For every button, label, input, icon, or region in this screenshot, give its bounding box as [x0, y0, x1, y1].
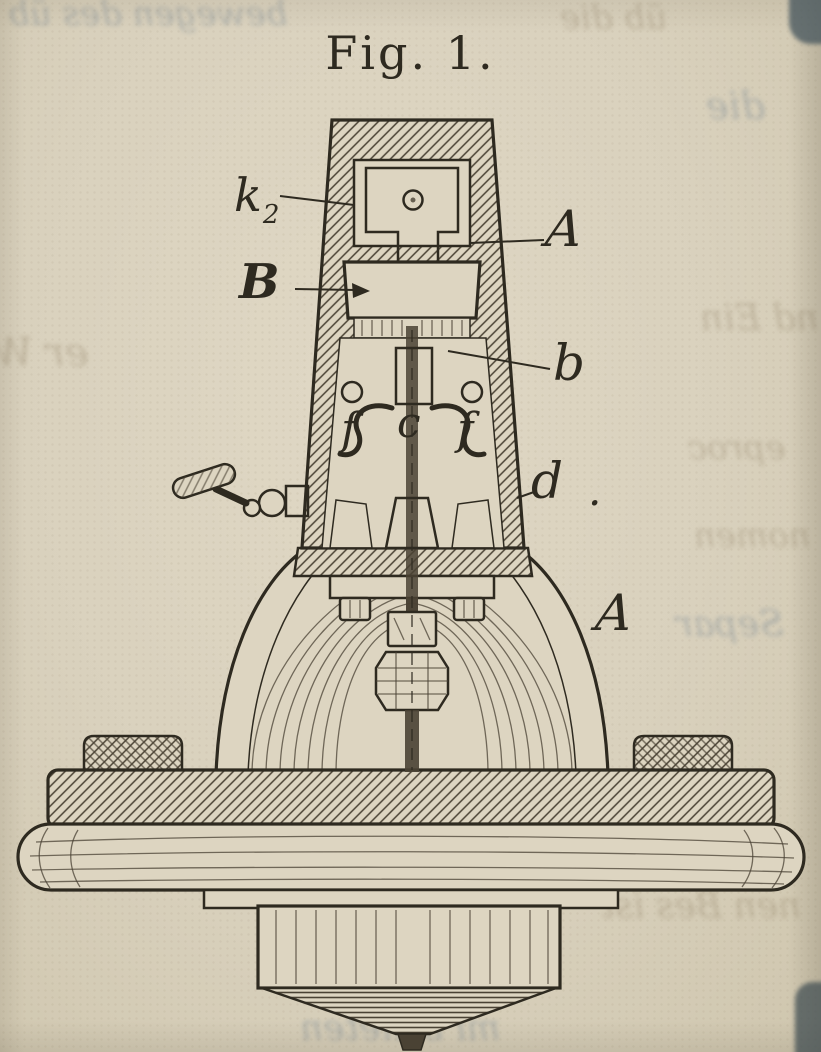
- lower-drum-assembly: [202, 888, 620, 1051]
- leader-d: [516, 491, 535, 499]
- leader-b-arrowhead: [352, 283, 370, 298]
- spring-scroll-left: [337, 403, 395, 458]
- label-d-wall: d: [531, 452, 564, 510]
- label-a-dome: A: [592, 584, 636, 642]
- petcock-body: [257, 488, 287, 518]
- valve-seat: [384, 496, 440, 550]
- flange-bolt-left: [82, 734, 184, 774]
- b-crosshead-block: [344, 262, 480, 318]
- flange-bolt-right: [632, 734, 734, 774]
- label-f-left: f: [341, 404, 358, 455]
- torus-ring: [16, 822, 806, 892]
- spindle-coupling-assembly: [374, 330, 450, 772]
- chamber-wall-mass-right: [451, 499, 495, 549]
- upper-housing: [300, 118, 526, 612]
- lower-drum: [256, 904, 562, 990]
- torus-grain-lines: [29, 827, 795, 889]
- petcock: [171, 462, 310, 518]
- label-a-upper-housing: A: [542, 200, 586, 258]
- label-k2: k2: [234, 168, 280, 230]
- chamber-boss-right: [460, 380, 484, 404]
- leader-b-block: [294, 288, 357, 291]
- leader-k2: [279, 195, 355, 206]
- chamber-boss-left: [340, 380, 364, 404]
- leader-b-small: [447, 350, 551, 370]
- junction-nut-left: [338, 596, 372, 622]
- label-f-right: f: [457, 404, 474, 455]
- junction-nut-right: [452, 596, 486, 622]
- nozzle-tip: [396, 1033, 428, 1051]
- nozzle-cone: [261, 986, 557, 1036]
- label-b-crosshead: B: [239, 254, 280, 310]
- figure-title: Fig. 1.: [325, 26, 496, 80]
- label-d-period: .: [588, 466, 602, 515]
- base-flange: [46, 734, 776, 830]
- label-c-center: c: [397, 398, 421, 447]
- k2-hole-center: [410, 197, 416, 203]
- chamber-wall-mass-left: [329, 499, 373, 549]
- spring-scroll-right: [429, 403, 487, 458]
- b-guide-block: [394, 346, 434, 406]
- label-b-guide: b: [553, 334, 586, 392]
- label-leader-lines: [279, 195, 551, 499]
- leader-a-upper: [469, 239, 545, 244]
